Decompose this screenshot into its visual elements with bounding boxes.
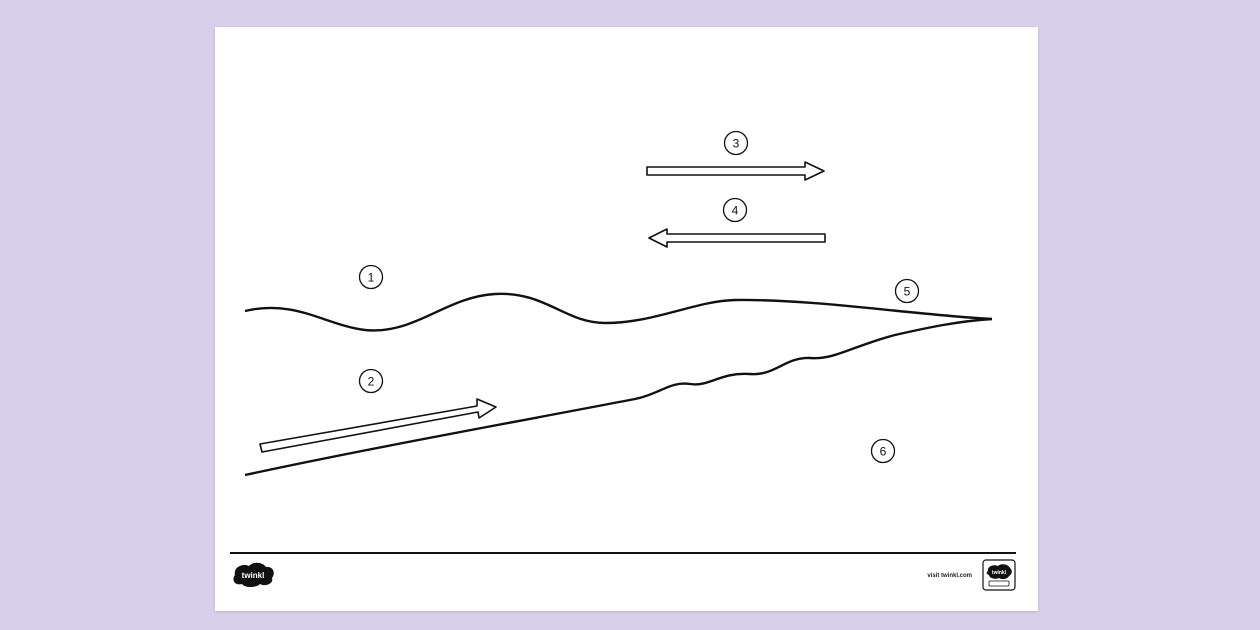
footer-divider bbox=[230, 552, 1016, 554]
marker-2-label: 2 bbox=[368, 375, 375, 389]
marker-3: 3 bbox=[723, 130, 749, 156]
plate-boundary-diagram: 1 2 3 4 5 6 bbox=[244, 130, 993, 477]
lower-plate-line bbox=[244, 317, 993, 477]
marker-6-label: 6 bbox=[880, 445, 887, 459]
marker-4-label: 4 bbox=[732, 204, 739, 218]
arrow-left bbox=[648, 228, 826, 248]
twinkl-badge: twinkl bbox=[982, 559, 1016, 591]
marker-1-label: 1 bbox=[368, 271, 375, 285]
footer-url: visit twinkl.com bbox=[927, 573, 972, 579]
marker-1: 1 bbox=[358, 264, 384, 290]
marker-3-label: 3 bbox=[733, 137, 740, 151]
marker-5: 5 bbox=[894, 278, 920, 304]
upper-surface-line bbox=[244, 292, 993, 332]
svg-text:twinkl: twinkl bbox=[992, 570, 1007, 576]
marker-2: 2 bbox=[358, 368, 384, 394]
marker-5-label: 5 bbox=[904, 285, 911, 299]
marker-4: 4 bbox=[722, 197, 748, 223]
arrow-right bbox=[646, 161, 825, 181]
arrow-subduction bbox=[259, 398, 497, 453]
svg-text:twinkl: twinkl bbox=[242, 571, 265, 580]
marker-6: 6 bbox=[870, 438, 896, 464]
twinkl-logo: twinkl bbox=[229, 559, 277, 589]
worksheet-page: 1 2 3 4 5 6 twinkl visit twinkl.com bbox=[215, 27, 1038, 611]
